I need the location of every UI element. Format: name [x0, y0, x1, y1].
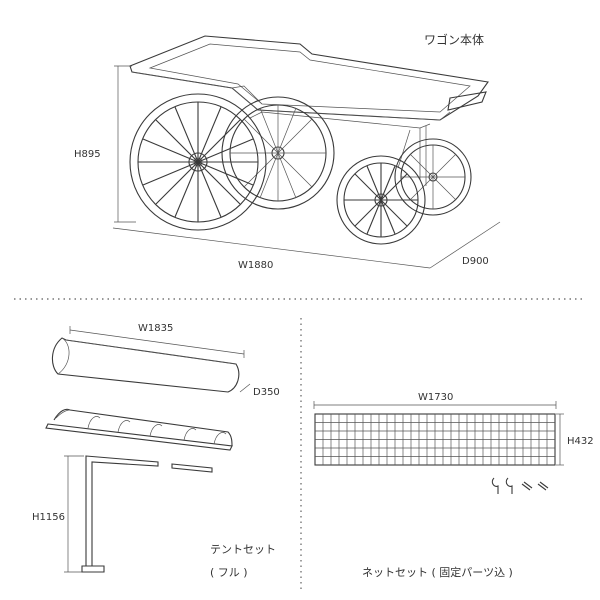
net-caption: ネットセット ( 固定パーツ込 )	[362, 565, 513, 579]
net-fixing-parts	[491, 477, 549, 494]
tent-depth-label: D350	[253, 387, 280, 398]
wagon-illustration	[112, 35, 501, 269]
front-back-wheel	[394, 138, 472, 216]
tent-caption-variant: ( フル )	[210, 566, 248, 579]
net-width-label: W1730	[418, 392, 453, 403]
wagon-height-label: H895	[74, 149, 101, 160]
tent-caption: テントセット	[210, 543, 276, 556]
tent-pole-illustration	[64, 455, 213, 573]
tent-width-label: W1835	[138, 323, 173, 334]
wagon-tray	[129, 35, 489, 121]
wagon-handle	[447, 91, 487, 111]
tent-canopy-illustration	[51, 326, 251, 393]
rear-back-wheel	[221, 96, 335, 210]
front-front-wheel	[336, 155, 426, 245]
net-illustration	[313, 401, 564, 466]
tent-height-label: H1156	[32, 512, 65, 523]
wagon-depth-label: D900	[462, 256, 489, 267]
tent-width-dimension-line	[69, 329, 245, 355]
rear-front-wheel	[129, 93, 267, 231]
wagon-width-dimension-line	[112, 227, 431, 269]
tent-frame-illustration	[45, 408, 233, 451]
tent-depth-dimension-line	[239, 383, 251, 393]
wagon-title: ワゴン本体	[424, 32, 484, 47]
wagon-width-label: W1880	[238, 260, 273, 271]
net-height-label: H432	[567, 436, 594, 447]
wagon-depth-dimension-line	[429, 221, 501, 269]
